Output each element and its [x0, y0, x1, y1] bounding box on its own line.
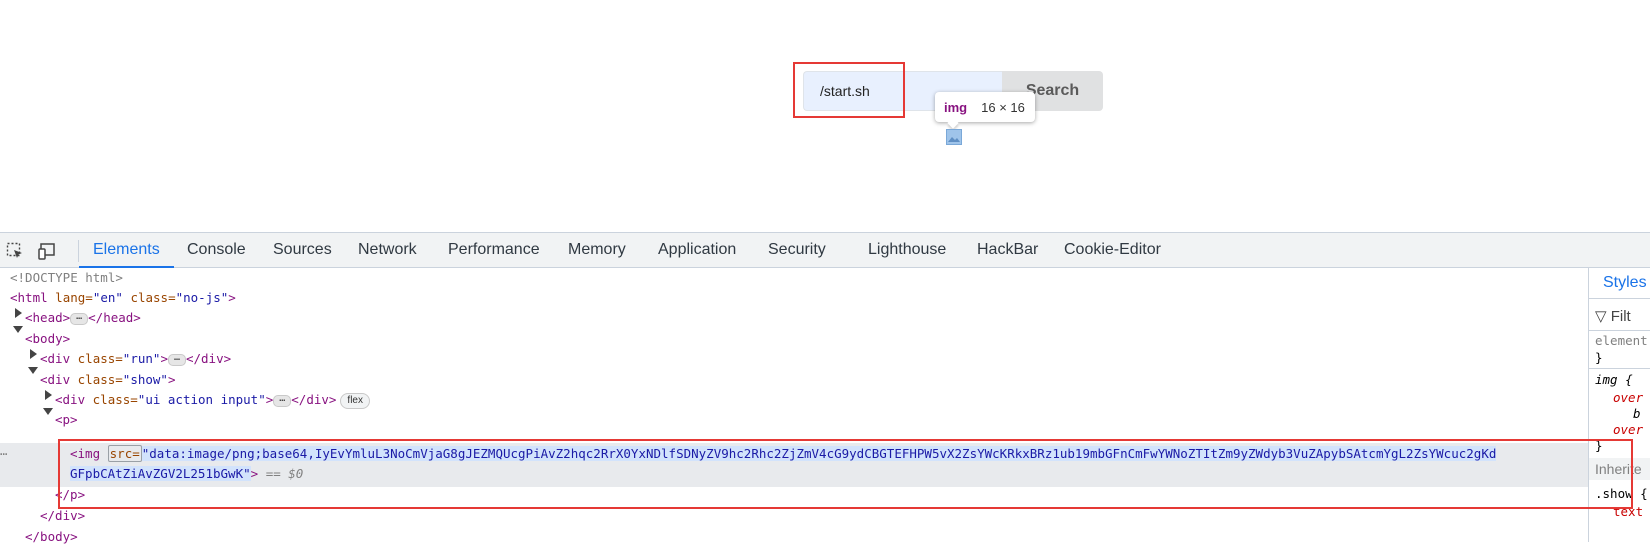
expand-arrow-icon[interactable]: [15, 308, 22, 318]
tab-security[interactable]: Security: [768, 241, 826, 258]
img-src-value[interactable]: "data:image/png;base64,IyEvYmluL3NoCmVja…: [141, 446, 1497, 461]
collapsed-content-icon[interactable]: …: [70, 311, 89, 325]
page-viewport: Search img 16 × 16: [0, 0, 1650, 232]
elements-dom-tree[interactable]: ⋯ <!DOCTYPE html> <html lang="en" class=…: [0, 268, 1588, 544]
search-input-highlight-box: [793, 62, 905, 118]
devtools-panel: Elements Console Sources Network Perform…: [0, 232, 1650, 544]
collapse-arrow-icon[interactable]: [13, 326, 23, 333]
expand-arrow-icon[interactable]: [45, 390, 52, 400]
styles-filter-input[interactable]: ▽ Filt: [1595, 308, 1631, 325]
styles-inherited-header: Inherite: [1595, 461, 1642, 477]
tab-elements[interactable]: Elements: [79, 233, 174, 268]
collapse-arrow-icon[interactable]: [28, 367, 38, 374]
styles-show-rule[interactable]: .show {: [1595, 486, 1648, 501]
dom-doctype[interactable]: <!DOCTYPE html>: [10, 270, 123, 285]
tab-application[interactable]: Application: [658, 241, 737, 258]
styles-brace: }: [1595, 438, 1603, 453]
tab-performance[interactable]: Performance: [448, 241, 540, 258]
tooltip-dimensions: 16 × 16: [981, 99, 1025, 115]
selected-node-highlight-box: [58, 439, 1633, 509]
dom-img-node[interactable]: <img src="data:image/png;base64,IyEvYmlu…: [70, 445, 1497, 462]
collapsed-content-icon[interactable]: …: [167, 352, 186, 366]
expand-arrow-icon[interactable]: [30, 349, 37, 359]
tab-hackbar[interactable]: HackBar: [977, 241, 1039, 258]
tab-network[interactable]: Network: [358, 241, 417, 258]
dom-body-node[interactable]: <body>: [25, 331, 71, 346]
styles-element-rule[interactable]: element: [1595, 333, 1648, 348]
styles-property-value[interactable]: b: [1633, 406, 1641, 421]
tab-sources[interactable]: Sources: [273, 241, 332, 258]
filter-icon: ▽: [1595, 308, 1607, 325]
dom-img-node-continued[interactable]: GFpbCAtZiAvZGV2L251bGwK"> == $0: [70, 466, 304, 481]
dom-p-node[interactable]: <p>: [55, 412, 78, 427]
collapse-arrow-icon[interactable]: [43, 408, 53, 415]
element-inspect-tooltip: img 16 × 16: [935, 92, 1035, 122]
flex-badge[interactable]: flex: [340, 392, 370, 409]
devtools-tabbar: Elements Console Sources Network Perform…: [0, 233, 1650, 268]
tab-lighthouse[interactable]: Lighthouse: [868, 241, 947, 258]
dom-div-show-node[interactable]: <div class="show">: [40, 372, 176, 387]
styles-property-overflow[interactable]: over: [1613, 390, 1644, 405]
row-actions-icon[interactable]: ⋯: [0, 447, 8, 461]
dom-p-close[interactable]: </p>: [55, 487, 86, 502]
tab-memory[interactable]: Memory: [568, 241, 626, 258]
tooltip-tag: img: [944, 99, 968, 115]
dom-div-run-node[interactable]: <div class="run">…</div>: [40, 351, 232, 366]
styles-brace: }: [1595, 350, 1603, 365]
styles-pane: Styles ▽ Filt element } img { over b ove…: [1588, 268, 1650, 542]
dom-div-close[interactable]: </div>: [40, 508, 86, 523]
dom-head-node[interactable]: <head>…</head>: [25, 310, 141, 325]
dom-html-node[interactable]: <html lang="en" class="no-js">: [10, 290, 236, 305]
tab-console[interactable]: Console: [187, 241, 246, 258]
dom-body-close[interactable]: </body>: [25, 529, 78, 544]
broken-image-icon[interactable]: [946, 129, 962, 145]
tab-styles[interactable]: Styles: [1603, 274, 1647, 291]
styles-property-overflow-2[interactable]: over: [1613, 422, 1644, 437]
collapsed-content-icon[interactable]: …: [273, 393, 292, 407]
styles-img-rule[interactable]: img {: [1595, 372, 1633, 387]
toolbar-separator: [78, 240, 79, 262]
dom-div-ui-action-node[interactable]: <div class="ui action input">…</div>flex: [55, 390, 370, 410]
device-toolbar-icon[interactable]: [38, 241, 58, 261]
selected-node-marker: == $0: [265, 466, 304, 481]
tab-cookie-editor[interactable]: Cookie-Editor: [1064, 241, 1161, 258]
inspect-element-icon[interactable]: [5, 241, 25, 261]
